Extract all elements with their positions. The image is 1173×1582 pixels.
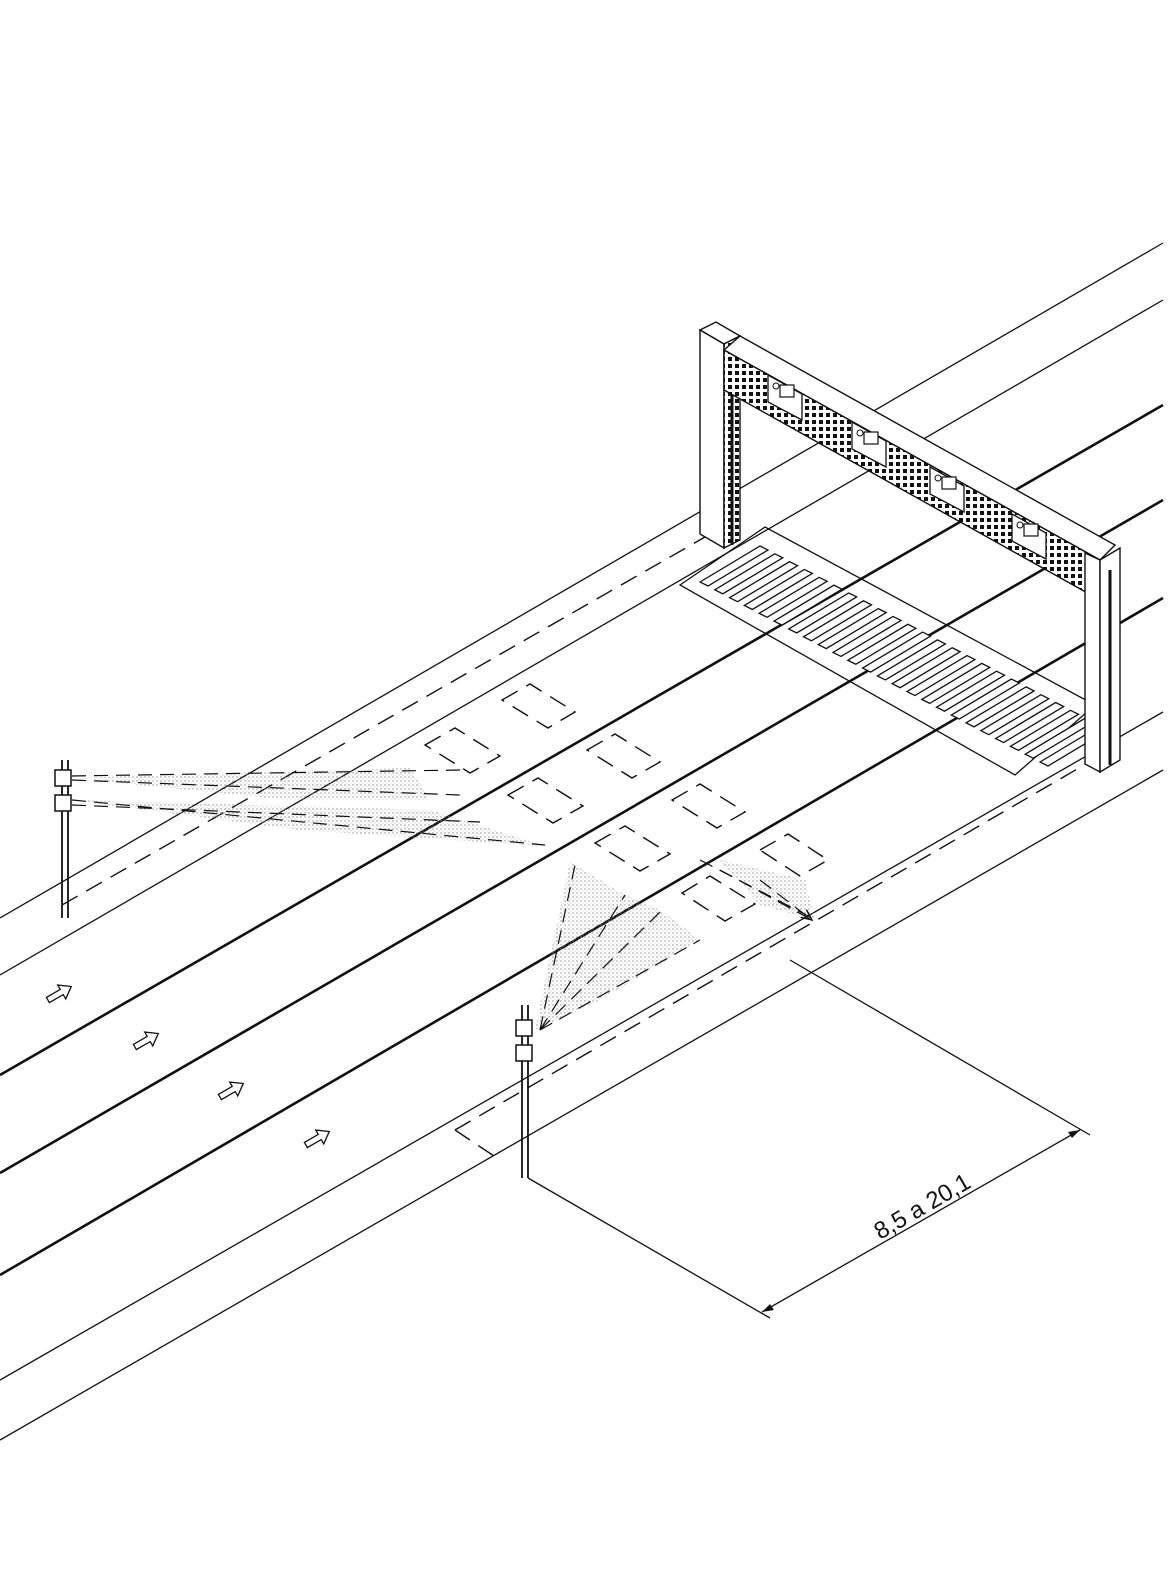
toll-gantry — [698, 321, 1121, 774]
grate-slat — [979, 693, 1051, 736]
lane-arrow-icon — [217, 1081, 245, 1101]
right-sensor-pole — [515, 1005, 533, 1178]
grate-slat — [935, 670, 1006, 712]
grate-slat — [890, 646, 962, 689]
dimension: 8,5 a 20,1 — [527, 959, 1091, 1319]
reader-unit-1 — [767, 373, 803, 422]
left-sensor-pole — [54, 760, 72, 918]
grate-slat — [964, 686, 1036, 728]
grate-slat — [772, 584, 844, 626]
sensor-head-upper — [515, 1019, 533, 1037]
road-grate — [678, 526, 1110, 776]
reader-unit-4 — [1011, 512, 1047, 561]
grate-slat — [742, 568, 814, 611]
sensor-head-lower — [515, 1044, 533, 1062]
sensor-head-upper — [54, 769, 72, 787]
grate-slat — [949, 678, 1021, 720]
beam-lines — [71, 769, 812, 1031]
lane-arrow-icon — [303, 1129, 331, 1149]
sensor-head-lower — [54, 794, 72, 812]
grate-slat — [787, 592, 859, 634]
grate-slat — [713, 553, 785, 595]
grate-slat — [698, 545, 770, 587]
vehicle-footprints — [423, 683, 830, 922]
grate-slat — [905, 654, 977, 697]
lane-arrows — [45, 984, 331, 1149]
dimension-label: 8,5 a 20,1 — [870, 1168, 976, 1245]
lane-arrow-icon — [45, 984, 73, 1004]
sensor-beams — [70, 768, 815, 1030]
grate-slat — [876, 639, 947, 681]
lane-arrow-icon — [132, 1031, 160, 1051]
grate-slat — [728, 560, 799, 603]
grate-slat — [920, 662, 992, 705]
grate-slat — [831, 615, 903, 658]
grate-slat — [994, 701, 1066, 744]
grate-slat — [846, 623, 918, 666]
grate-slat — [802, 600, 873, 642]
detection-zone-outline — [61, 536, 1111, 1161]
grate-slat — [816, 607, 888, 650]
grate-slat — [757, 576, 829, 619]
reader-unit-3 — [929, 465, 965, 514]
grate-slat — [1009, 709, 1080, 752]
grate-slat — [861, 631, 932, 673]
gantry-equipment — [767, 373, 1047, 561]
reader-unit-2 — [851, 420, 887, 469]
road-outline — [0, 242, 1164, 1441]
